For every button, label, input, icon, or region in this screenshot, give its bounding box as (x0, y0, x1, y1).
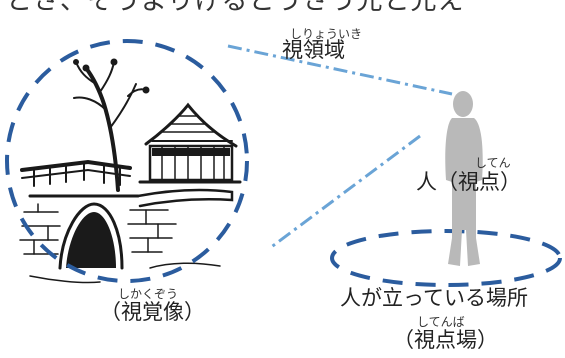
sight-line-upper (227, 44, 453, 96)
standing-place-dashed-ellipse (330, 229, 562, 287)
standing-place-label2: （視点場） (393, 328, 498, 352)
viewpoint-reading: してん (475, 156, 511, 170)
sight-line-lower (269, 134, 421, 250)
top-cut-text: とさ、そうよりげるとうさう兄と兄え (6, 0, 465, 16)
person-silhouette (445, 91, 483, 266)
standing-place-reading: してんば (417, 315, 465, 329)
viewpoint-label: 人（視点） (416, 170, 521, 194)
visual-image-label: （視覚像） (100, 300, 205, 324)
visual-image-sketch (19, 58, 242, 284)
field-of-view-reading: しりょういき (290, 27, 363, 41)
visual-image-dashed-ring (5, 39, 249, 283)
visual-image-reading: しかくぞう (118, 287, 179, 301)
standing-place-label: 人が立っている場所 (340, 286, 528, 310)
field-of-view-label: 視領域 (282, 38, 345, 62)
